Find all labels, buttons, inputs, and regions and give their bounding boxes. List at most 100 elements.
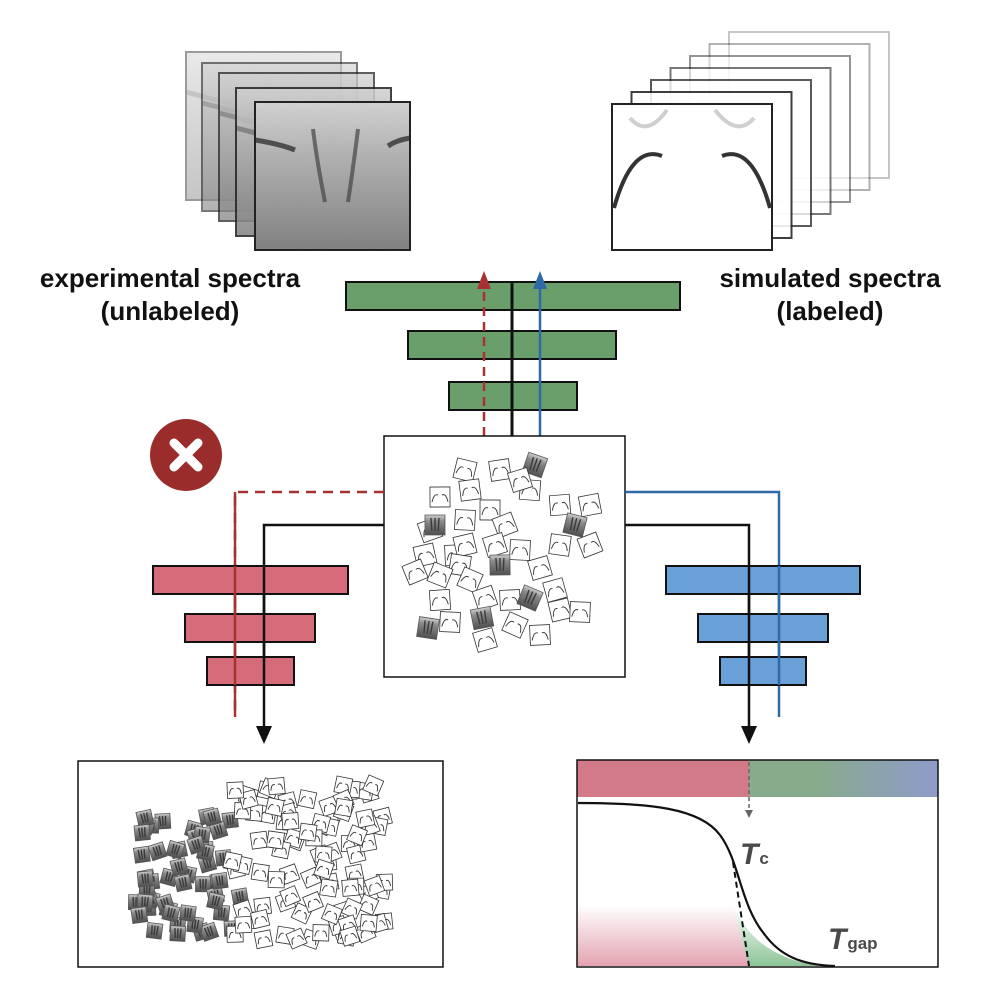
experimental-spectra-stack [185,51,411,251]
experimental-embedding-thumb [469,605,495,631]
simulated-embedding-thumb [452,457,478,483]
experimental-embedding-thumb [424,514,446,536]
simulated-embedding-thumb [226,781,245,800]
experimental-embedding-thumb [132,845,151,864]
tgap-symbol: T [828,923,847,956]
experimental-embedding-thumb [169,925,187,942]
right-decoder-layer-1 [665,565,861,595]
tc-indicator-arrow [745,810,753,818]
simulated-embedding-thumb [267,776,286,796]
simulated-embedding-thumb [340,897,364,920]
encoder-network [345,271,681,436]
simulated-embedding-thumb [346,824,369,847]
simulated-embedding-thumb [222,851,243,872]
simulated-embedding-thumb [577,492,603,518]
simulated-embedding-thumb [266,830,286,850]
simulated-spectra-label: simulated spectra (labeled) [690,262,970,328]
experimental-embedding-thumb [521,451,549,479]
simulated-embedding-thumb [319,878,339,898]
simulated-embedding-thumb [429,486,451,508]
simulated-embedding-thumb [313,858,335,880]
experimental-embedding-thumb [186,834,207,855]
experimental-embedding-thumb [130,906,149,924]
order-parameter-curve [577,801,836,968]
experimental-embedding-thumb [195,876,211,893]
experimental-embedding-thumb [133,824,151,842]
simulated-embedding-thumb [297,789,318,810]
experimental-embedding-thumb [202,807,222,827]
phase-diagram-panel [576,759,939,968]
simulated-embedding-thumb [357,893,380,916]
simulated-embedding-thumb [542,577,568,603]
simulated-embedding-thumb [479,499,501,521]
close-circle-icon [150,419,222,491]
tc-label: Tc [740,838,769,872]
phase-bar-red [577,760,749,797]
simulated-embedding-thumb [576,531,604,559]
right-decoder-layer-3 [719,656,807,686]
experimental-embedding-thumb [135,808,155,828]
experimental-embedding-thumb [161,903,181,923]
simulated-embedding-thumb [267,871,285,889]
simulated-embedding-thumb [454,509,476,531]
simulated-embedding-thumb [488,458,512,482]
green-area-fill [733,905,820,966]
simulated-embedding-thumb [285,927,308,950]
simulated-embedding-thumb [320,903,343,926]
extrapolated-curve-dashed [732,861,750,967]
experimental-embedding-thumb [145,921,164,940]
experimental-label-line2: (unlabeled) [100,296,240,326]
experimental-embedding-thumb [169,857,189,877]
left-decoder-network [152,565,349,686]
simulated-embedding-thumb [232,899,254,921]
experimental-embedding-thumb [178,904,197,923]
simulated-embedding-thumb [334,797,354,818]
simulated-embedding-thumb [452,532,478,558]
experimental-embedding-thumb [136,870,154,888]
simulated-embedding-thumb [547,597,573,623]
latent-space-embeddings [401,451,604,653]
simulated-embedding-thumb [428,588,452,612]
simulated-embedding-thumb [506,466,534,494]
simulated-embedding-thumb [482,532,508,558]
simulated-embedding-thumb [401,558,429,586]
simulated-label-line2: (labeled) [776,296,884,326]
experimental-spectra-label: experimental spectra (unlabeled) [0,262,340,328]
experimental-embedding-thumb [210,872,229,890]
simulated-embedding-thumb [426,561,454,589]
simulated-embedding-thumb [250,909,271,930]
simulated-embedding-thumb [281,812,300,831]
simulated-embedding-thumb [234,915,253,934]
phase-diagram-frame [576,759,939,968]
simulated-embedding-thumb [341,878,360,897]
experimental-embedding-thumb [165,839,186,860]
experimental-embedding-thumb [416,616,440,640]
phase-bar-green-blue [749,760,938,797]
experimental-embedding-thumb [147,841,168,862]
simulated-embedding-thumb [279,885,302,908]
simulated-embedding-thumb [458,478,482,502]
simulated-embedding-thumb [456,566,484,594]
simulated-embedding-thumb [250,862,270,882]
simulated-spectrum-frame [611,103,773,251]
experimental-embedding-thumb [516,584,544,612]
simulated-embedding-thumb [264,796,285,817]
simulated-embedding-thumb [298,822,318,842]
right-decoder-layer-2 [697,613,829,643]
experimental-arrow-head [477,271,491,289]
right-decoder-network [665,565,861,686]
simulated-embedding-thumb [472,627,498,653]
simulated-embedding-thumb [339,925,361,947]
left-decoder-layer-3 [206,656,295,686]
simulated-embedding-thumb [527,555,553,581]
experimental-embedding-thumb [562,512,588,538]
tgap-subscript: gap [847,934,878,953]
simulated-embedding-thumb [509,539,531,561]
simulated-arrow-head [533,271,547,289]
experimental-embedding-thumb [173,873,193,893]
simulated-embedding-thumb [569,601,591,623]
experimental-embedding-thumb [199,921,220,942]
simulated-embedding-thumb [249,830,269,850]
tc-symbol: T [740,838,759,871]
